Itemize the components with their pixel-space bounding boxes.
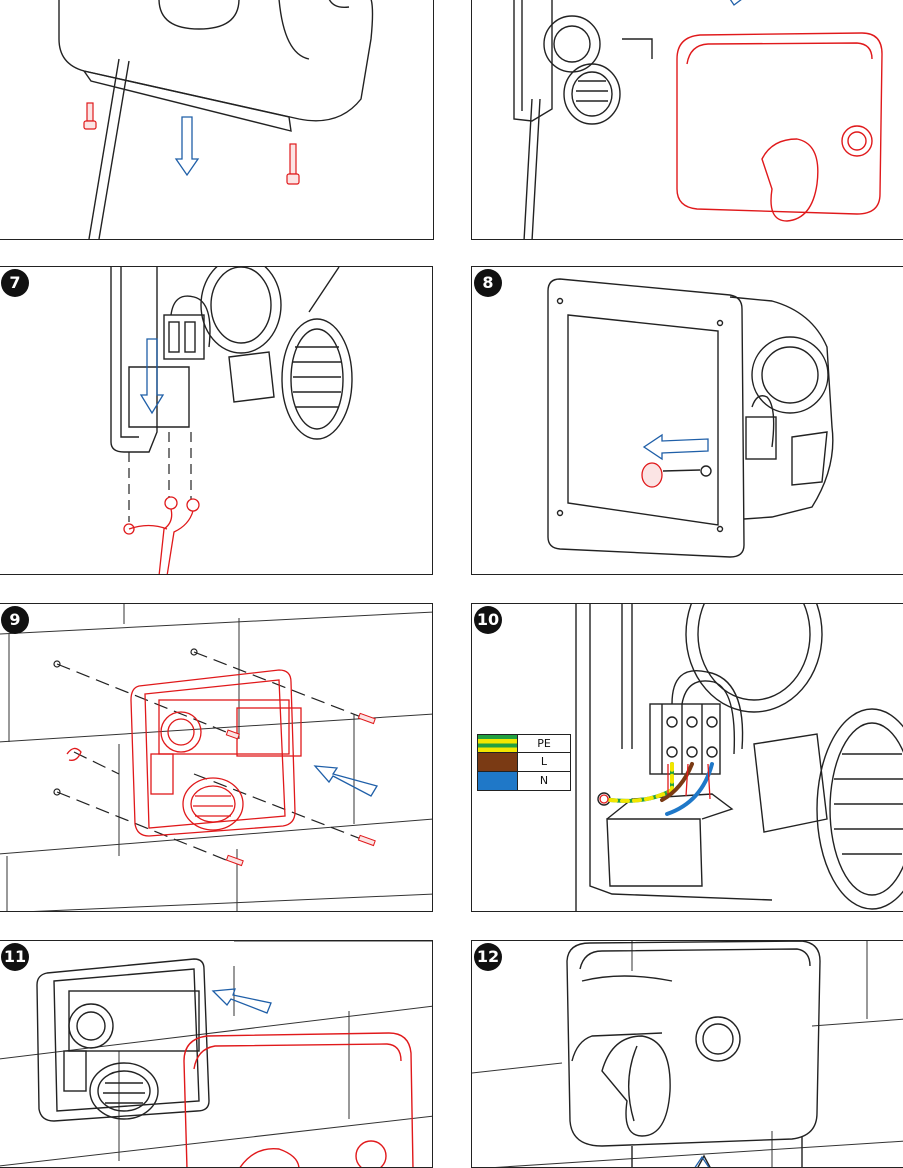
wall-mounting-illustration [0,604,432,911]
down-arrow-icon [139,338,165,415]
legend-swatch-n [478,772,518,790]
step-number-badge: 11 [1,943,29,971]
legend-row-n: N [477,772,571,791]
step-panel-10: 10 PE L N [471,603,903,912]
step-panel-top-left [0,0,434,240]
wiring-illustration [575,604,903,911]
step-number-badge: 12 [474,943,502,971]
legend-row-l: L [477,753,571,772]
step-number-badge: 7 [1,269,29,297]
step-panel-9: 9 [0,603,433,912]
backplate-illustration [547,278,834,558]
step-number-badge: 10 [474,606,502,634]
dryer-cover-highlight [183,1032,414,1167]
terminal-block-illustration [110,267,353,574]
final-assembly-illustration [472,941,903,1167]
legend-swatch-l [478,753,518,771]
left-arrow-icon [642,433,709,461]
down-arrow-icon [174,116,200,177]
diagonal-arrow-icon [313,765,378,797]
wire-highlight [599,763,711,804]
dryer-underside-illustration [58,0,374,239]
diagonal-arrow-icon [211,988,272,1014]
legend-label: N [539,774,549,787]
connection-wires [608,762,714,816]
step-panel-top-right [471,0,903,240]
step-panel-11: 11 [0,940,433,1168]
screw-icons [225,712,376,867]
legend-swatch-pe [478,735,518,752]
step-panel-7: 7 [0,266,433,575]
screw-icon-right [286,143,300,185]
dryer-cover-fit-illustration [513,0,883,239]
step-panel-12: 12 [471,940,903,1168]
wire-color-legend: PE L N [477,734,571,791]
step-number-badge: 8 [474,269,502,297]
button-cap-highlight [641,462,663,488]
step-number-badge: 9 [1,606,29,634]
legend-row-pe: PE [477,734,571,753]
legend-label: L [540,755,548,768]
step-panel-8: 8 [471,266,903,575]
wire-connectors-highlight [123,496,200,574]
backplate-highlight [66,669,302,837]
screw-icon-left [83,102,97,130]
cover-install-illustration [0,941,432,1167]
legend-label: PE [537,737,551,750]
dryer-cover-highlight [676,32,883,222]
